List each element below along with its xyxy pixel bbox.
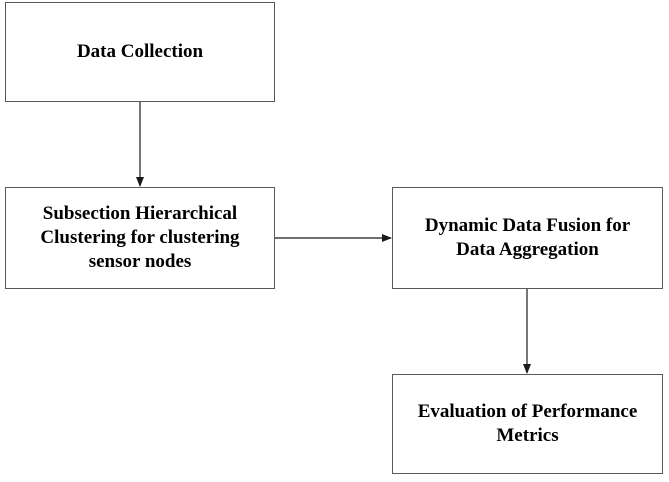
node-evaluation-metrics-label: Evaluation of Performance Metrics: [417, 401, 638, 446]
node-dynamic-data-fusion-label: Dynamic Data Fusion for Data Aggregation: [424, 215, 631, 260]
node-dynamic-data-fusion: Dynamic Data Fusion for Data Aggregation: [392, 187, 663, 289]
node-hierarchical-clustering: Subsection Hierarchical Clustering for c…: [5, 187, 275, 289]
node-data-collection: Data Collection: [5, 2, 275, 102]
node-hierarchical-clustering-label: Subsection Hierarchical Clustering for c…: [40, 203, 240, 272]
node-evaluation-metrics: Evaluation of Performance Metrics: [392, 374, 663, 474]
node-data-collection-label: Data Collection: [76, 41, 204, 62]
